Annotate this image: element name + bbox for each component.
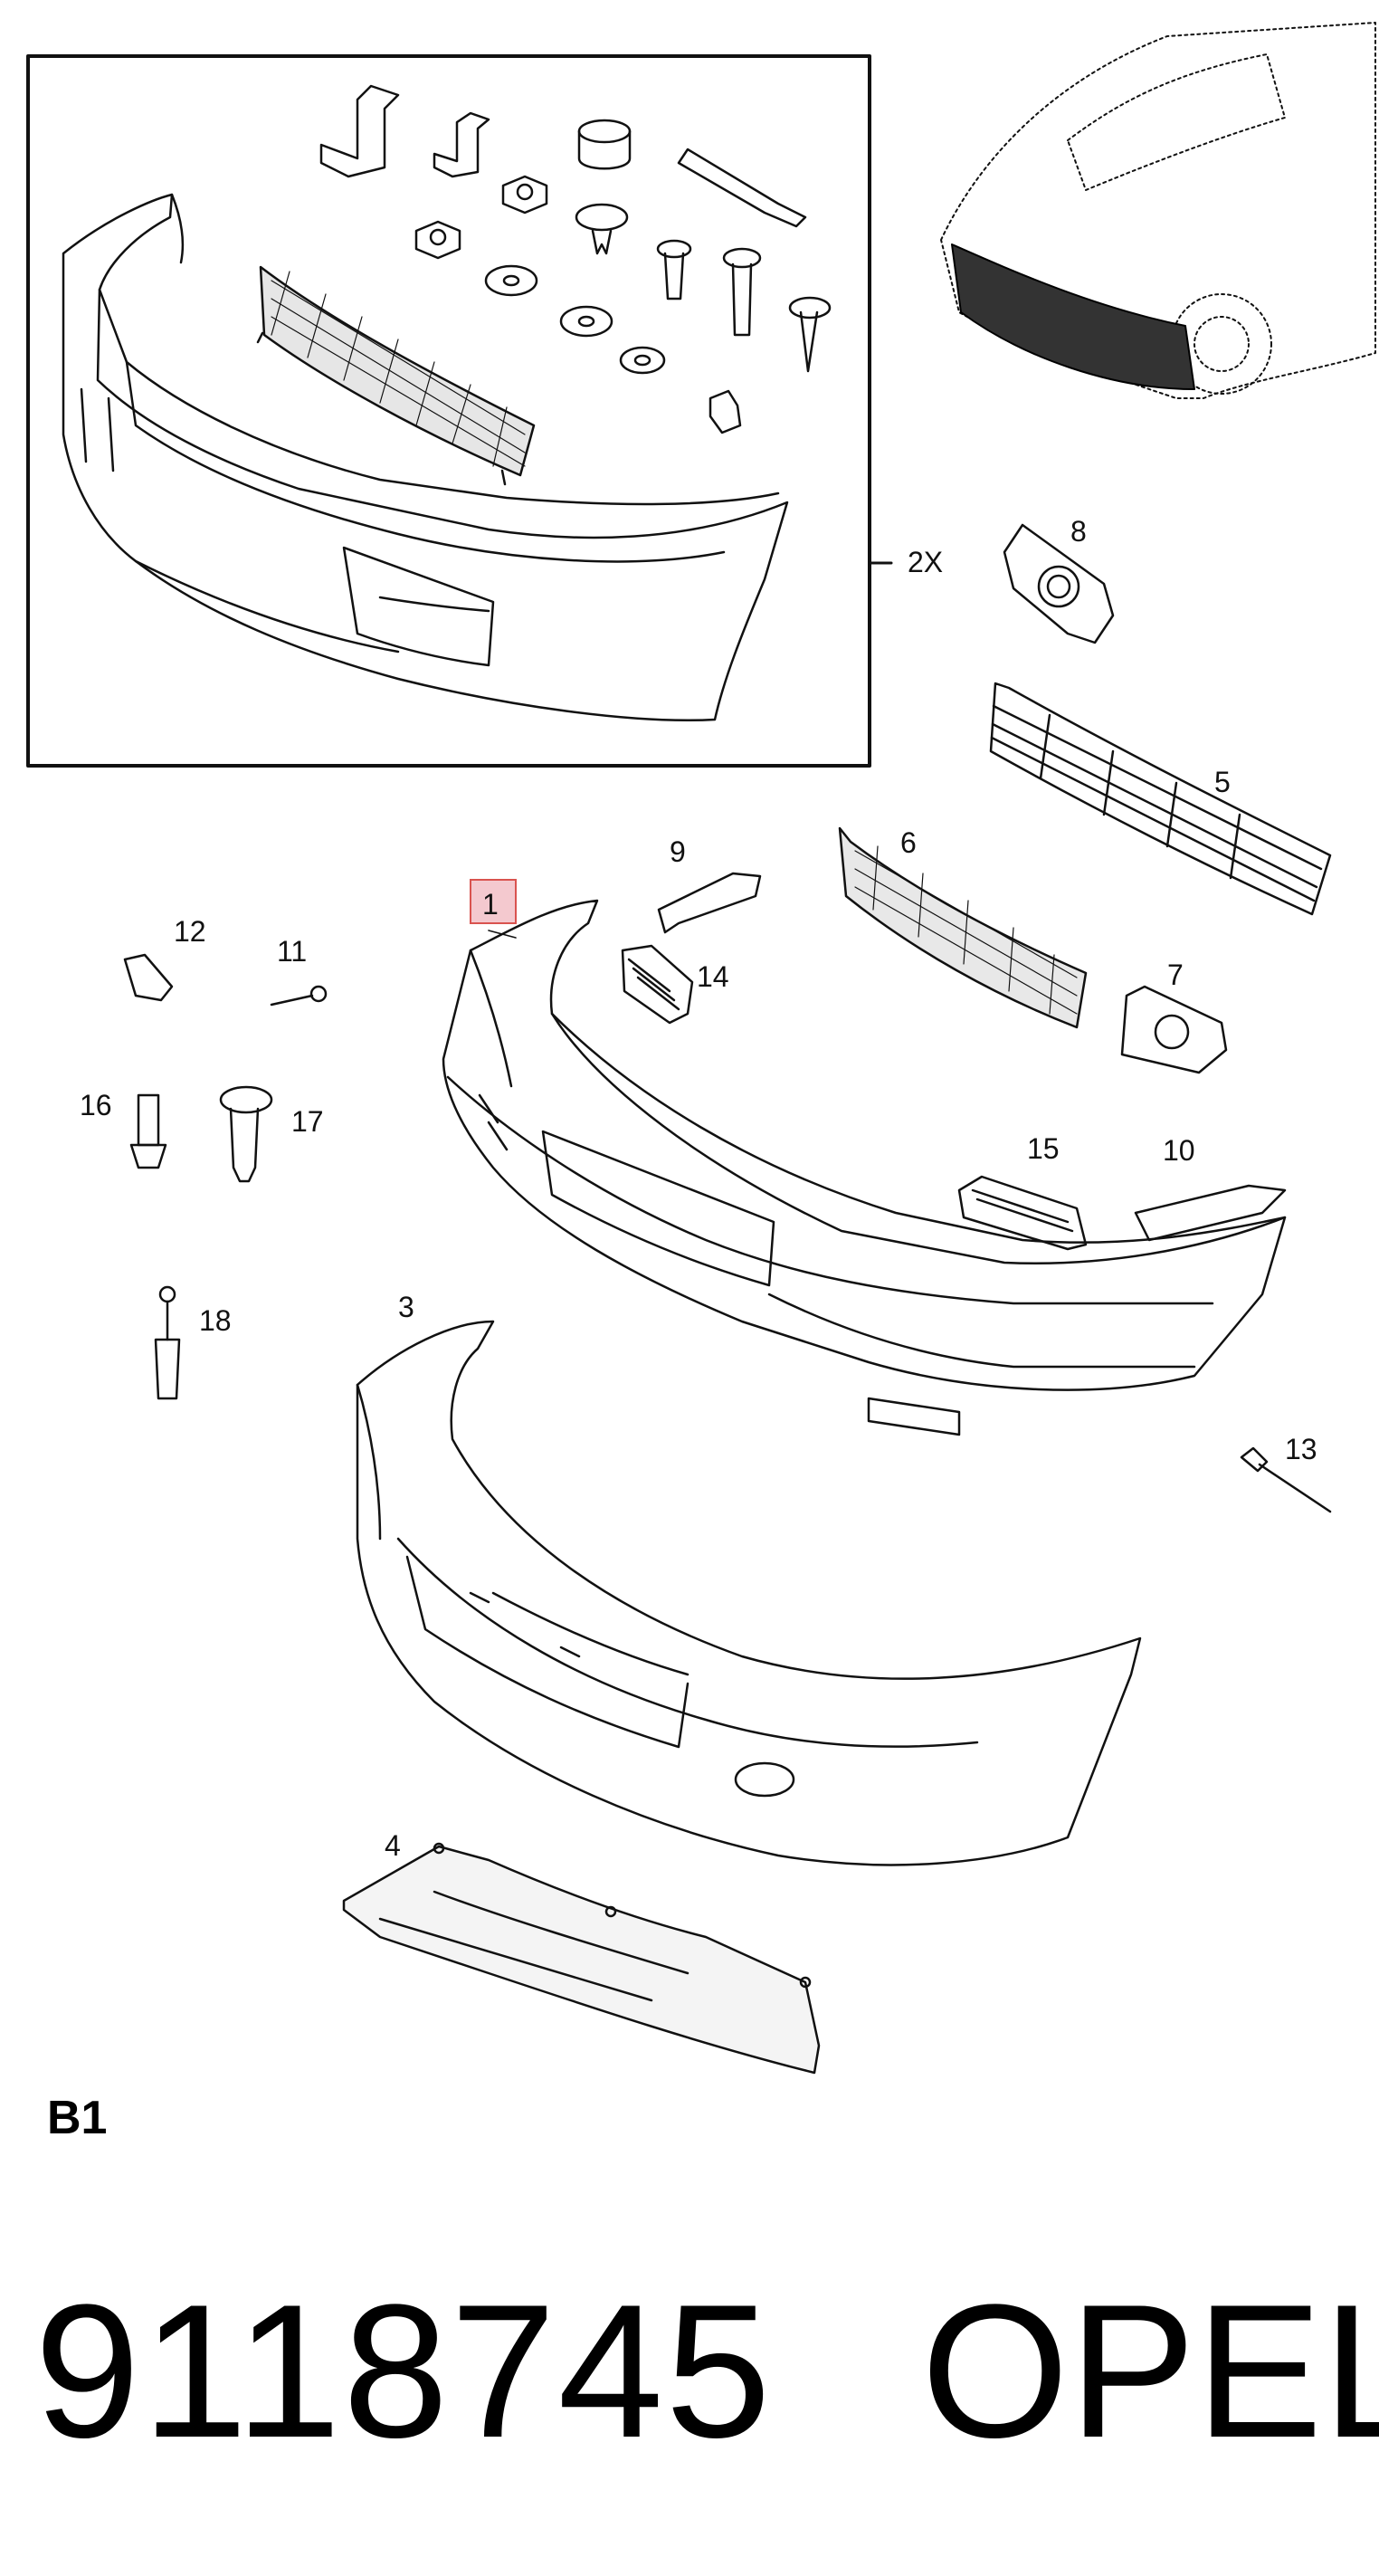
inset-bumper bbox=[62, 193, 789, 722]
callout-12: 12 bbox=[174, 915, 206, 948]
part-6-mesh-insert bbox=[838, 826, 1088, 1029]
part-17-clip bbox=[219, 1085, 273, 1183]
part-11-screw bbox=[270, 985, 328, 1007]
callout-16: 16 bbox=[80, 1089, 112, 1121]
callout-9: 9 bbox=[670, 835, 686, 868]
callout-2x: 2X bbox=[908, 546, 943, 578]
callout-5: 5 bbox=[1214, 766, 1231, 798]
callout-11: 11 bbox=[277, 935, 307, 968]
callout-8: 8 bbox=[1070, 515, 1087, 548]
callout-6: 6 bbox=[900, 826, 917, 859]
part-number: 9118745 bbox=[34, 2265, 773, 2477]
part-3-bumper bbox=[356, 1320, 1142, 1866]
part-4-undertray bbox=[342, 1842, 821, 2075]
part-5-lower-grille bbox=[989, 682, 1332, 916]
callout-4: 4 bbox=[385, 1829, 401, 1862]
part-7-fog-bezel bbox=[1120, 985, 1228, 1074]
inset-hardware bbox=[319, 84, 832, 434]
callout-17: 17 bbox=[291, 1105, 324, 1138]
callout-18: 18 bbox=[199, 1304, 232, 1337]
inset-mesh-grille bbox=[256, 265, 536, 486]
part-16-pin bbox=[129, 1093, 167, 1169]
callout-15: 15 bbox=[1027, 1132, 1060, 1165]
callout-1: 1 bbox=[482, 888, 499, 921]
part-12-clip bbox=[123, 953, 174, 1002]
car-highlighted-bumper bbox=[951, 243, 1195, 390]
callout-1-highlight bbox=[470, 879, 517, 924]
part-10-bracket bbox=[1134, 1184, 1287, 1242]
callout-10: 10 bbox=[1163, 1134, 1195, 1167]
kit-inset-box bbox=[26, 54, 893, 768]
diagram-code: B1 bbox=[47, 2092, 108, 2144]
brand-name: OPEL bbox=[921, 2265, 1379, 2477]
part-13-rivet bbox=[1240, 1446, 1332, 1513]
callout-7: 7 bbox=[1167, 959, 1184, 991]
callout-14: 14 bbox=[697, 960, 729, 993]
part-18-pin bbox=[154, 1285, 181, 1400]
callout-3: 3 bbox=[398, 1291, 414, 1323]
part-9-bracket bbox=[657, 872, 762, 934]
callout-leaders bbox=[488, 930, 517, 939]
part-1-bumper-cover bbox=[442, 899, 1287, 1436]
part-8-fog-cover bbox=[1003, 523, 1115, 644]
part-14-guide bbox=[621, 944, 694, 1025]
callout-13: 13 bbox=[1285, 1433, 1317, 1465]
part-15-guide bbox=[957, 1175, 1088, 1251]
